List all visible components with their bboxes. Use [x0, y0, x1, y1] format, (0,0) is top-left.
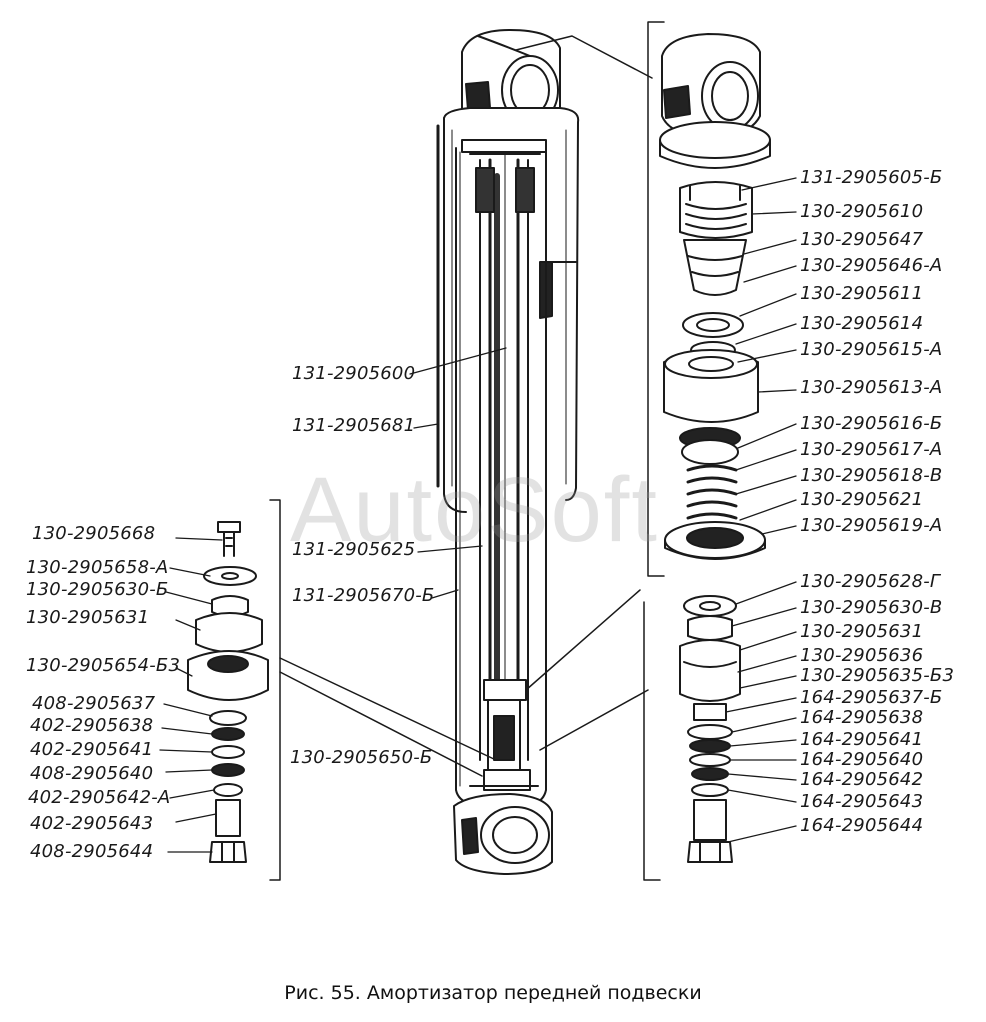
top-seal-assembly — [461, 139, 547, 213]
label-right-top-5: 130-2905614 — [800, 313, 924, 334]
top-eye-exploded — [661, 33, 761, 139]
label-right-bottom-1: 130-2905630-В — [800, 597, 943, 618]
label-right-bottom-3: 130-2905636 — [800, 645, 924, 666]
label-center-2: 131-2905625 — [292, 539, 416, 560]
label-left-2: 130-2905630-Б — [26, 579, 169, 600]
label-right-bottom-7: 164-2905641 — [800, 729, 924, 750]
label-right-top-7: 130-2905613-А — [800, 377, 943, 398]
label-left-0: 130-2905668 — [32, 523, 156, 544]
label-right-top-9: 130-2905617-А — [800, 439, 943, 460]
label-right-bottom-4: 130-2905635-Б3 — [800, 665, 955, 686]
label-left-1: 130-2905658-А — [26, 557, 169, 578]
exploded-top-assembly — [515, 21, 771, 577]
label-center-1: 131-2905681 — [292, 415, 416, 436]
leader-lines — [159, 177, 797, 853]
label-right-bottom-0: 130-2905628-Г — [800, 571, 941, 592]
label-left-3: 130-2905631 — [26, 607, 150, 628]
bottom-valve-assembly — [469, 679, 539, 791]
exploded-bottom-assembly — [525, 589, 741, 881]
label-right-bottom-5: 164-2905637-Б — [800, 687, 943, 708]
label-left-8: 408-2905640 — [30, 763, 154, 784]
label-right-top-2: 130-2905647 — [800, 229, 924, 250]
label-right-bottom-6: 164-2905638 — [800, 707, 924, 728]
label-right-top-0: 131-2905605-Б — [800, 167, 943, 188]
label-right-top-10: 130-2905618-В — [800, 465, 943, 486]
outer-casing — [436, 107, 580, 513]
label-left-9: 402-2905642-А — [28, 787, 171, 808]
label-right-top-4: 130-2905611 — [800, 283, 924, 304]
label-right-top-8: 130-2905616-Б — [800, 413, 943, 434]
bottom-eye — [453, 793, 553, 875]
label-right-top-1: 130-2905610 — [800, 201, 924, 222]
label-left-6: 402-2905638 — [30, 715, 154, 736]
label-right-bottom-11: 164-2905644 — [800, 815, 924, 836]
label-center-3: 131-2905670-Б — [292, 585, 435, 606]
figure-caption: Рис. 55. Амортизатор передней подвески — [284, 982, 702, 1004]
label-center-4: 130-2905650-Б — [290, 747, 433, 768]
label-left-10: 402-2905643 — [30, 813, 154, 834]
label-right-bottom-8: 164-2905640 — [800, 749, 924, 770]
watermark: AutoSoft — [290, 459, 659, 561]
label-right-bottom-2: 130-2905631 — [800, 621, 924, 642]
label-left-7: 402-2905641 — [30, 739, 154, 760]
label-right-top-12: 130-2905619-А — [800, 515, 943, 536]
label-left-4: 130-2905654-Б3 — [26, 655, 181, 676]
label-left-11: 408-2905644 — [30, 841, 154, 862]
label-left-5: 408-2905637 — [32, 693, 156, 714]
working-cylinder — [479, 149, 529, 761]
label-right-bottom-9: 164-2905642 — [800, 769, 924, 790]
label-right-top-3: 130-2905646-А — [800, 255, 943, 276]
label-right-top-11: 130-2905621 — [800, 489, 924, 510]
exploded-left-assembly — [187, 499, 497, 881]
label-center-0: 131-2905600 — [292, 363, 416, 384]
main-shock-absorber — [436, 29, 580, 875]
label-right-bottom-10: 164-2905643 — [800, 791, 924, 812]
label-right-top-6: 130-2905615-А — [800, 339, 943, 360]
